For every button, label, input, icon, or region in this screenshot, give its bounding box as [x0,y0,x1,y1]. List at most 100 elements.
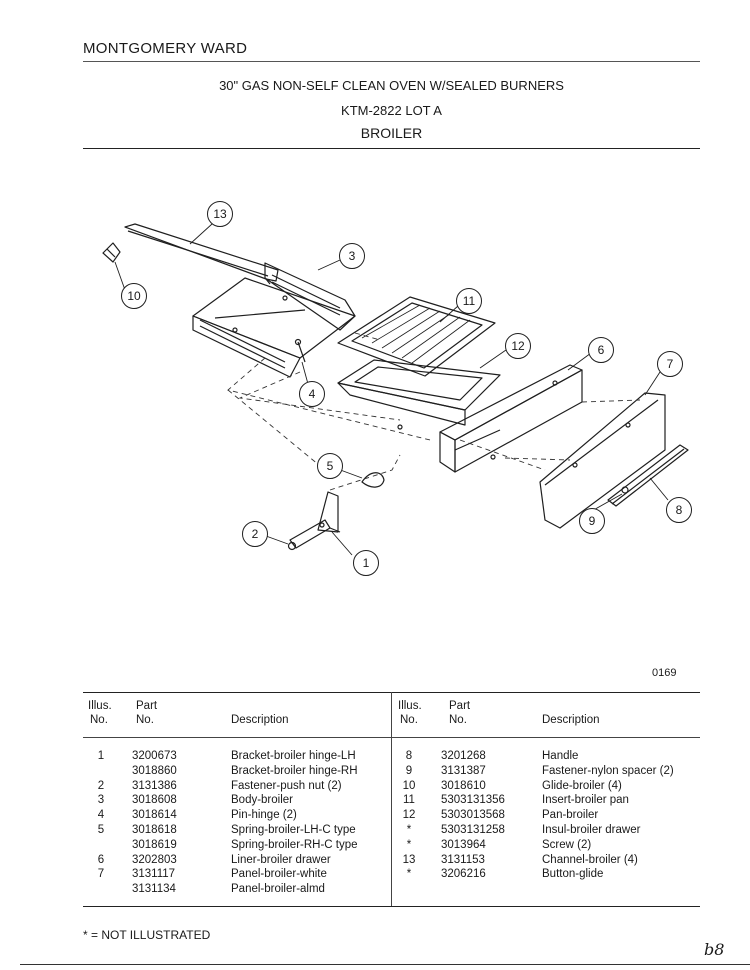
document-title: 30" GAS NON-SELF CLEAN OVEN W/SEALED BUR… [219,78,564,93]
header-part-right: Part No. [449,700,471,726]
callout-11: 11 [456,288,482,314]
callout-8: 8 [666,497,692,523]
header-rule [83,148,700,149]
illus-number: 5 [97,823,105,836]
model-number: KTM-2822 LOT A [341,103,442,118]
table-row: 3018860 Bracket-broiler hinge-RH [88,765,388,780]
part-description: Pan-broiler [542,809,599,822]
figure-number: 0169 [652,667,677,679]
table-row: 6 3202803 Liner-broiler drawer [88,854,388,869]
part-number: 5303013568 [441,809,505,822]
table-row: 4 3018614 Pin-hinge (2) [88,809,388,824]
table-row: 12 5303013568 Pan-broiler [398,809,698,824]
illus-number: 4 [97,809,105,822]
illus-number: 9 [405,764,413,777]
part-description: Spring-broiler-RH-C type [231,838,358,851]
illus-number: 12 [402,809,416,822]
part-description: Glide-broiler (4) [542,779,622,792]
brand-rule [83,61,700,62]
part-number: 3018614 [132,809,177,822]
table-row: 5 3018618 Spring-broiler-LH-C type [88,824,388,839]
callout-4: 4 [299,381,325,407]
illus-number: 6 [97,853,105,866]
part-glide-broiler [102,242,121,263]
part-number: 3018610 [441,779,486,792]
illus-number: 13 [402,853,416,866]
part-description: Spring-broiler-LH-C type [231,823,356,836]
illus-number: * [406,838,412,851]
table-row: 3131134 Panel-broiler-almd [88,883,388,898]
table-row: 11 5303131356 Insert-broiler pan [398,794,698,809]
callout-9: 9 [579,508,605,534]
callout-7: 7 [657,351,683,377]
illus-number: * [406,868,412,881]
part-description: Panel-broiler-almd [231,883,325,896]
page-bottom-rule [20,964,750,965]
callout-10: 10 [121,283,147,309]
part-description: Pin-hinge (2) [231,809,297,822]
part-number: 3131153 [441,853,485,866]
part-number: 3018860 [132,764,177,777]
part-fastener-push-nut [287,541,297,551]
table-row: 13 3131153 Channel-broiler (4) [398,854,698,869]
part-description: Handle [542,750,579,762]
callout-2: 2 [242,521,268,547]
part-number: 3131386 [132,779,177,792]
header-description-right: Description [542,714,600,726]
part-description: Bracket-broiler hinge-LH [231,750,356,762]
callout-3: 3 [339,243,365,269]
part-description: Screw (2) [542,838,592,851]
table-header-rule [83,737,700,738]
table-row: 3018619 Spring-broiler-RH-C type [88,839,388,854]
part-description: Insert-broiler pan [542,794,629,807]
part-number: 3202803 [132,853,177,866]
callout-12: 12 [505,333,531,359]
part-spring-broiler [361,472,385,488]
header-part-left: Part No. [136,700,158,726]
illus-number: 1 [97,750,105,762]
handwritten-page-mark: b8 [704,940,725,959]
illus-number: 11 [403,794,415,807]
part-body-broiler [192,262,356,378]
exploded-parts-diagram [102,223,689,556]
part-description: Liner-broiler drawer [231,853,331,866]
callout-13: 13 [207,201,233,227]
section-title: BROILER [360,125,423,141]
part-number: 3018608 [132,794,177,807]
part-description: Panel-broiler-white [231,868,327,881]
part-description: Body-broiler [231,794,293,807]
table-bottom-rule [83,906,700,907]
table-row: 7 3131117 Panel-broiler-white [88,868,388,883]
part-pan-broiler [337,359,501,426]
part-number: 3018619 [132,838,177,851]
header-description-left: Description [231,714,289,726]
part-description: Bracket-broiler hinge-RH [231,764,358,777]
callout-5: 5 [317,453,343,479]
part-description: Channel-broiler (4) [542,853,638,866]
part-number: 3131387 [441,764,486,777]
part-liner-broiler-drawer [439,364,583,473]
part-number: 3013964 [441,838,486,851]
part-number: 3018618 [132,823,177,836]
part-number: 3131117 [132,868,176,881]
illus-number: 7 [97,868,105,881]
callout-6: 6 [588,337,614,363]
part-number: 5303131258 [441,823,505,836]
table-column-divider [391,692,392,906]
footnote: * = NOT ILLUSTRATED [83,928,211,942]
part-description: Button-glide [542,868,604,881]
illus-number: 8 [405,750,413,762]
part-pin-hinge [294,338,306,363]
part-number: 5303131356 [441,794,505,807]
header-illus-right: Illus. No. [398,700,422,726]
part-number: 3131134 [132,883,176,896]
